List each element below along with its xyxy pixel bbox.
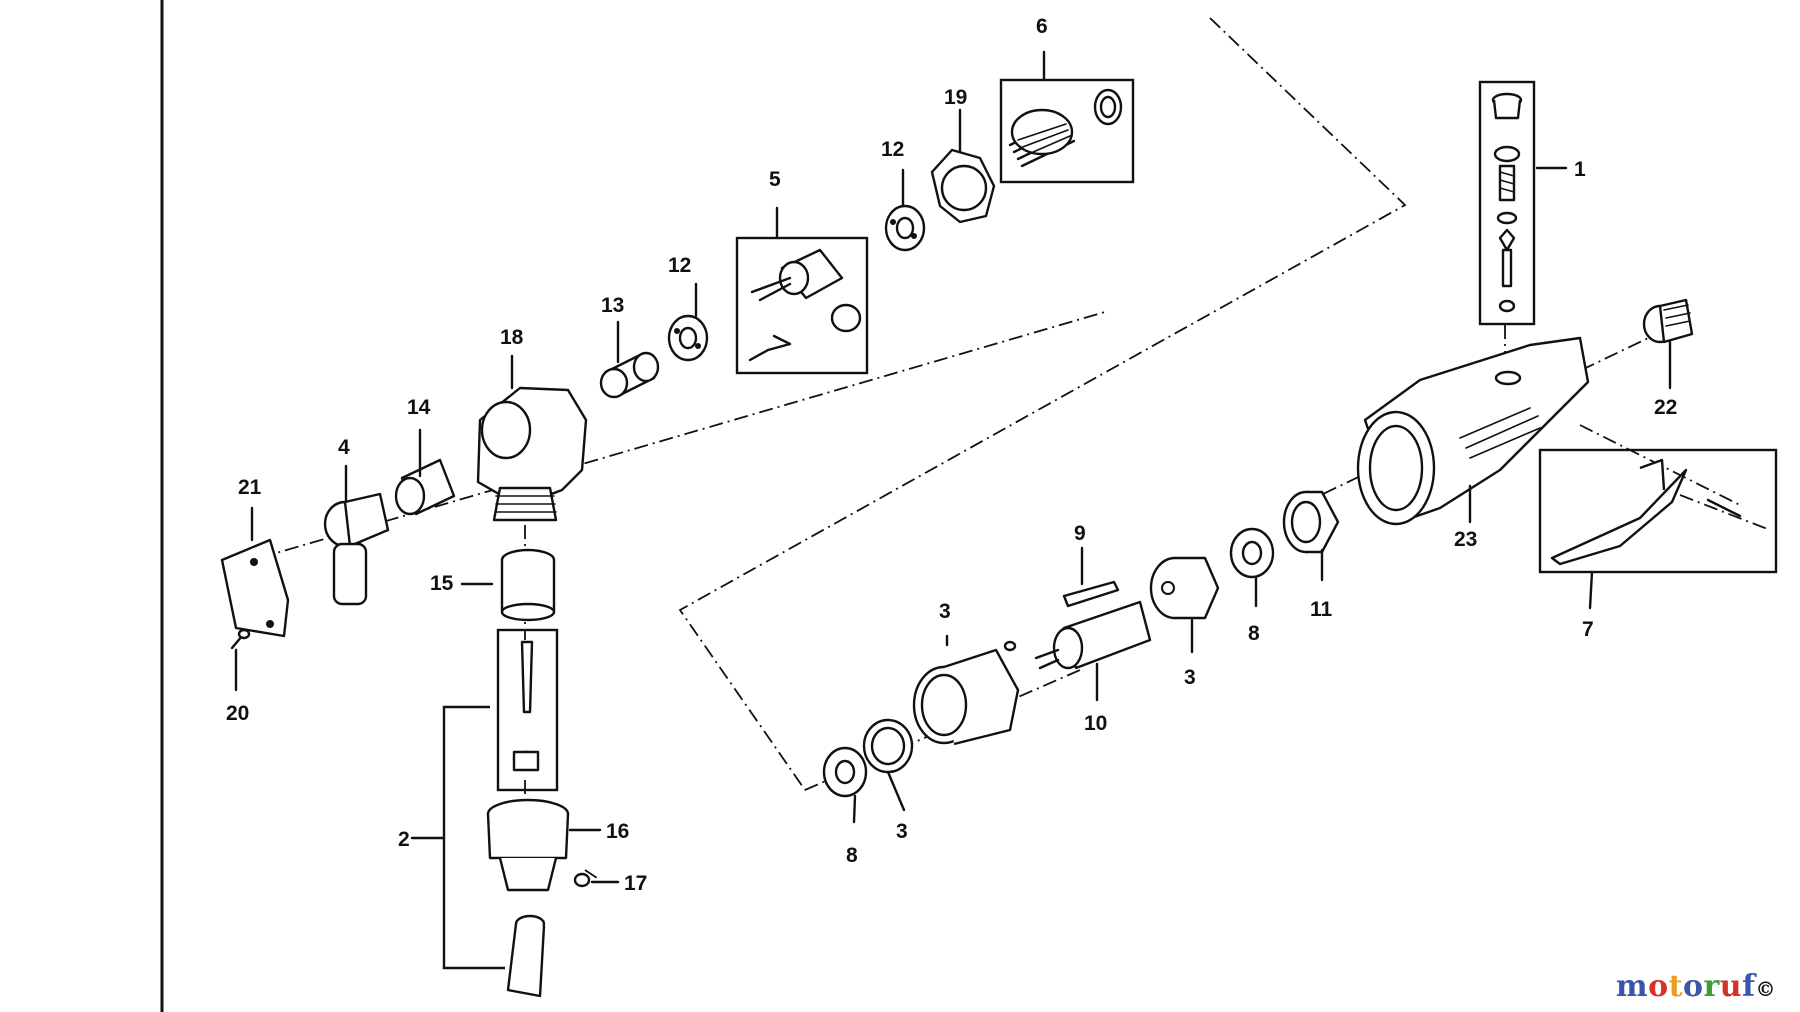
callout-labels: 1 2 3 3 3 4 5 6 7 8 8 9 10 11 12 12 13 1… <box>226 15 1677 895</box>
leader-lines <box>234 50 1672 884</box>
copyright-mark: © <box>1755 977 1776 1001</box>
part-15-sleeve <box>500 548 556 622</box>
callout-20: 20 <box>226 702 249 725</box>
callout-12-upper: 12 <box>881 138 904 161</box>
part-23-motor-housing <box>1356 336 1590 526</box>
callout-5: 5 <box>769 168 781 191</box>
part-5-drive-assembly <box>748 248 862 362</box>
part-18-angle-head <box>476 386 588 522</box>
part-4-spindle-adapter <box>323 492 390 606</box>
callout-4: 4 <box>338 436 350 459</box>
callout-7: 7 <box>1582 618 1594 641</box>
callout-14: 14 <box>407 396 431 419</box>
part-3-end-plate <box>1149 556 1220 620</box>
callout-21: 21 <box>238 476 262 499</box>
callout-1: 1 <box>1574 158 1586 181</box>
watermark-logo: motoruf© <box>1616 969 1776 1004</box>
part-1-valve-stack <box>1491 92 1523 313</box>
part-3-ring <box>862 718 914 774</box>
watermark-letter: t <box>1668 969 1683 1004</box>
watermark-letter: u <box>1719 969 1743 1004</box>
part-20-screw <box>230 628 251 650</box>
watermark-letter: f <box>1742 969 1756 1004</box>
part-11-end-plate <box>1282 490 1340 554</box>
callout-16: 16 <box>606 820 629 843</box>
part-10-rotor <box>1034 600 1152 670</box>
part-12-bearing-lower <box>667 314 709 362</box>
watermark-letter: r <box>1703 969 1720 1004</box>
group-box-valve-assembly <box>1478 80 1536 326</box>
group-box-part-7 <box>1538 448 1778 574</box>
part-16-collet-nut <box>486 798 570 892</box>
group-box-part-16-insert <box>496 628 559 792</box>
part-14-bushing <box>394 458 456 516</box>
callout-2: 2 <box>398 828 410 851</box>
callout-6: 6 <box>1036 15 1048 38</box>
callout-9: 9 <box>1074 522 1086 545</box>
callout-19: 19 <box>944 86 967 109</box>
callout-18: 18 <box>500 326 524 349</box>
part-21-cover-plate <box>220 538 290 638</box>
callout-3-cylinder: 3 <box>939 600 951 623</box>
group-box-part-5 <box>735 236 869 375</box>
callout-3-end-plate: 3 <box>1184 666 1196 689</box>
part-8-bearing-lower <box>822 746 868 798</box>
watermark-letter: o <box>1682 969 1704 1004</box>
part-17-set-screw <box>573 872 591 888</box>
part-9-rotor-blade <box>1062 580 1120 608</box>
part-2-shank <box>506 914 546 998</box>
part-12-bearing-upper <box>884 204 926 252</box>
callout-13: 13 <box>601 294 624 317</box>
group-box-part-6 <box>999 78 1135 184</box>
part-13-pinion <box>599 351 660 399</box>
callout-15: 15 <box>430 572 454 595</box>
part-8-bearing-upper <box>1229 527 1275 579</box>
part-16-collet-pin <box>512 640 540 772</box>
part-22-air-inlet <box>1642 298 1694 344</box>
callout-12-lower: 12 <box>668 254 691 277</box>
callout-8-lower: 8 <box>846 844 858 867</box>
part-19-ring-nut <box>930 148 996 224</box>
watermark-letter: o <box>1648 969 1669 1004</box>
callout-22: 22 <box>1654 396 1677 419</box>
callout-11: 11 <box>1310 598 1333 621</box>
watermark-letter: m <box>1615 969 1649 1004</box>
callout-23: 23 <box>1454 528 1477 551</box>
callout-10: 10 <box>1084 712 1107 735</box>
callout-3-ring: 3 <box>896 820 908 843</box>
part-3-cylinder <box>912 640 1020 746</box>
part-6-spring <box>1008 88 1123 168</box>
part-7-throttle-lever <box>1550 458 1742 566</box>
callout-17: 17 <box>624 872 647 895</box>
callout-8-upper: 8 <box>1248 622 1260 645</box>
